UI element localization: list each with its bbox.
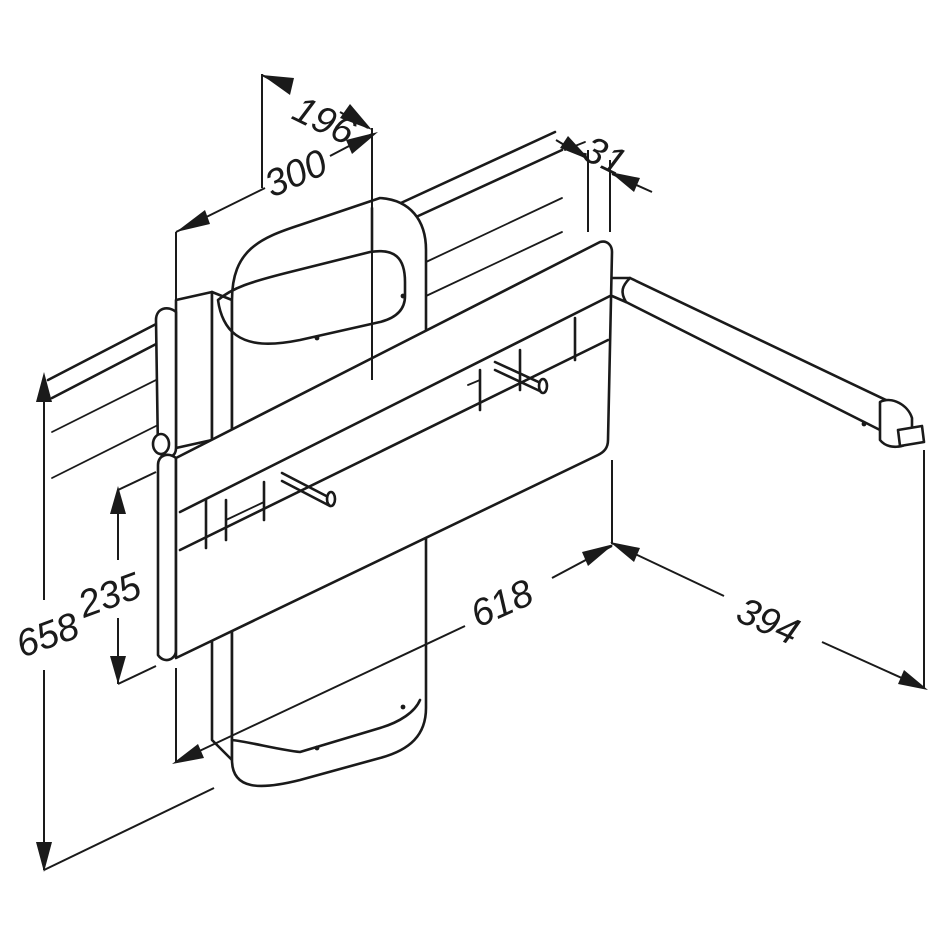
left-end-cap — [151, 306, 178, 662]
dimension-label-618: 618 — [465, 572, 540, 636]
shelf-board — [174, 240, 614, 660]
dimension-label-235: 235 — [72, 565, 148, 627]
dimension-label-658: 658 — [11, 605, 85, 666]
dimension-394: 394 — [610, 450, 928, 690]
dimension-31: 31 — [555, 128, 653, 232]
dimension-label-394: 394 — [730, 590, 805, 654]
wall-rail — [46, 130, 586, 479]
dimension-235: 235 — [72, 471, 157, 685]
side-rail — [610, 276, 926, 449]
dimension-label-300: 300 — [259, 142, 334, 206]
